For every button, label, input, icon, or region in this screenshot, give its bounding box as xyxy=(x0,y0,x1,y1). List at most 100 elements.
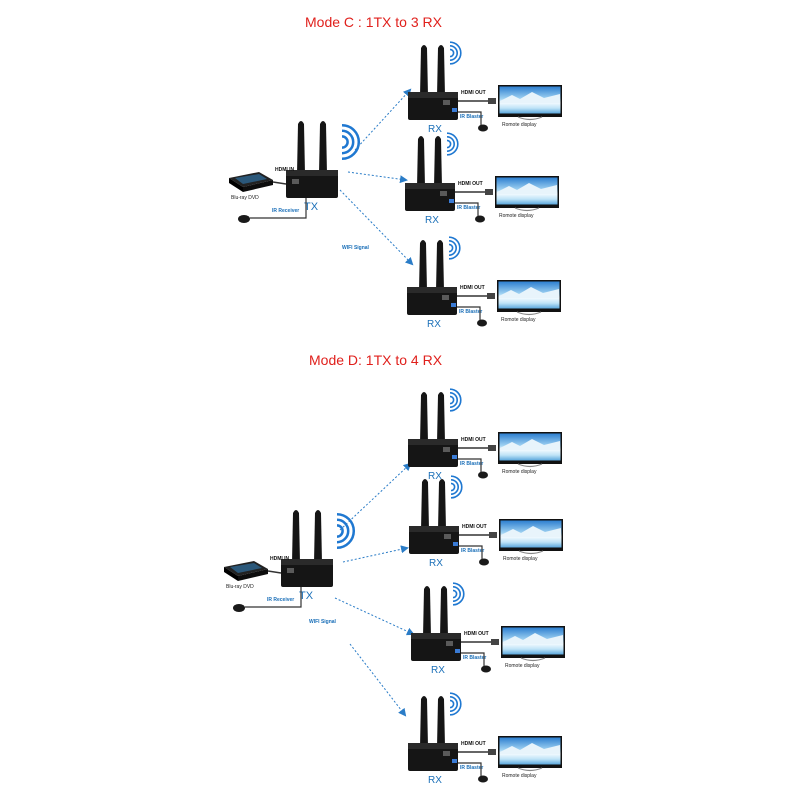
mode-d-rx-3-ir-blaster-label: IR Blaster xyxy=(463,655,486,661)
wifi-wave-arc xyxy=(336,524,344,538)
mode-d-rx-4-hdmi-out-label: HDMI OUT xyxy=(461,741,486,747)
mode-c-tx-hdmi-cable xyxy=(272,181,287,185)
mode-d-rx-2-device-top xyxy=(409,526,459,532)
mode-d-tx-source-shine xyxy=(230,563,262,573)
wifi-wave-arc xyxy=(452,585,461,603)
mode-c-tx-ir-receiver-label: IR Receiver xyxy=(272,208,299,214)
mode-d-tx-port xyxy=(287,568,294,573)
mode-c-rx-3-ir-cable xyxy=(457,306,481,321)
mode-c-rx-2-device-top xyxy=(405,183,455,189)
mode-d-tx-device xyxy=(281,559,333,587)
mode-c-rx-1-port xyxy=(443,100,450,105)
mode-d-rx-2-display-stand xyxy=(518,550,544,555)
wifi-wave-arc xyxy=(446,135,455,153)
mode-c-rx-2-ir-blaster-label: IR Blaster xyxy=(457,205,480,211)
mode-d-rx-3-display-mountains xyxy=(503,633,563,644)
mode-d-rx-4-ir-blaster xyxy=(478,775,488,783)
mode-d-rx-1-hdmi-plug xyxy=(488,445,496,451)
mode-c-rx-3-wifi-icon xyxy=(448,236,461,260)
wifi-wave-arc xyxy=(336,512,356,550)
mode-d-rx-1-antenna-left xyxy=(420,392,428,443)
mode-d-rx-4-antenna-left xyxy=(420,696,428,747)
mode-c-rx-1-antenna-left xyxy=(420,45,428,96)
wifi-wave-arc xyxy=(452,589,458,599)
mode-d-rx-4-led xyxy=(452,759,457,763)
mode-c-rx-3-display-label: Romote display xyxy=(501,317,536,323)
mode-d-rx-1-port xyxy=(443,447,450,452)
mode-c-rx-3-antenna-left xyxy=(419,240,427,291)
wifi-wave-arc xyxy=(341,129,355,155)
mode-d-rx-4-ir-blaster-label: IR Blaster xyxy=(460,765,483,771)
mode-c-tx-source-side xyxy=(229,178,243,192)
mode-d-tx-device-top xyxy=(281,559,333,565)
wifi-wave-arc xyxy=(449,48,455,58)
wifi-wave-arc xyxy=(450,482,456,492)
mode-c-rx-1-display-label: Romote display xyxy=(502,122,537,128)
mode-c-rx-3-hdmi-out-label: HDMI OUT xyxy=(460,285,485,291)
wifi-wave-arc xyxy=(449,391,458,409)
mode-c-rx-1-label: RX xyxy=(428,124,442,135)
mode-c-wifi-label: WIFI Signal xyxy=(342,245,370,251)
mode-c-rx-2-display-mountains xyxy=(497,183,557,194)
wifi-wave-arc xyxy=(446,139,452,149)
mode-c-rx-3-ir-blaster xyxy=(477,319,487,327)
mode-d-rx-1-hdmi-out-label: HDMI OUT xyxy=(461,437,486,443)
wifi-wave-arc xyxy=(341,135,349,149)
mode-d-rx-4-device-top xyxy=(408,743,458,749)
mode-c-arrow-3 xyxy=(339,189,414,266)
wifi-wave-arc xyxy=(448,236,461,260)
mode-d-rx-3-hdmi-out-label: HDMI OUT xyxy=(464,631,489,637)
mode-c-tx-source-front xyxy=(243,180,273,192)
mode-d-arrow-1 xyxy=(339,462,412,531)
mode-d-rx-4-device xyxy=(408,743,458,771)
mode-c-rx-2-port xyxy=(440,191,447,196)
mode-d-rx-2-hdmi-plug xyxy=(489,532,497,538)
mode-c-rx-2-hdmi-plug xyxy=(485,189,493,195)
mode-d-rx-1-wifi-icon xyxy=(449,388,462,412)
mode-d-tx-source-side xyxy=(224,567,238,581)
mode-d-tx-label: TX xyxy=(299,590,314,602)
mode-d-rx-2-ir-blaster-label: IR Blaster xyxy=(461,548,484,554)
mode-d-rx-2-port xyxy=(444,534,451,539)
mode-c-rx-2-hdmi-out-label: HDMI OUT xyxy=(458,181,483,187)
mode-d-rx-1-ir-blaster-label: IR Blaster xyxy=(460,461,483,467)
mode-c-rx-1-ir-blaster-label: IR Blaster xyxy=(460,114,483,120)
mode-d-rx-4-display-stand xyxy=(517,767,543,772)
mode-d-rx-2-ir-blaster xyxy=(479,558,489,566)
mode-d-wifi-label: WIFI Signal xyxy=(309,619,337,625)
mode-c-rx-3-display-stand xyxy=(516,311,542,316)
mode-d-tx-source-front xyxy=(238,569,268,581)
wifi-wave-arc xyxy=(450,478,459,496)
mode-d-rx-2-display-mountains xyxy=(501,526,561,537)
mode-d-rx-1-device-top xyxy=(408,439,458,445)
mode-d-rx-3-hdmi-plug xyxy=(491,639,499,645)
mode-c-rx-1-hdmi-out-label: HDMI OUT xyxy=(461,90,486,96)
mode-c-rx-3-device xyxy=(407,287,457,315)
mode-d-rx-1-ir-cable xyxy=(458,458,482,473)
mode-d-rx-2-antenna-right xyxy=(438,479,446,530)
mode-d-rx-3-device xyxy=(411,633,461,661)
mode-c-rx-3-display-mountains xyxy=(499,287,559,298)
mode-c-tx-source-label: Blu-ray DVD xyxy=(231,195,259,201)
mode-c-rx-2-antenna-left xyxy=(417,136,425,187)
mode-d-rx-4-ir-cable xyxy=(458,762,482,777)
mode-c-rx-2-led xyxy=(449,199,454,203)
wifi-wave-arc xyxy=(448,239,457,257)
mode-d-rx-4-display-mountains xyxy=(500,743,560,754)
mode-d-rx-1-display-mountains xyxy=(500,439,560,450)
mode-d-rx-3-ir-cable xyxy=(461,652,485,667)
wifi-wave-arc xyxy=(449,41,462,65)
wifi-wave-arc xyxy=(336,518,350,544)
mode-c-tx-ir-cable xyxy=(250,198,307,219)
mode-d-tx-ir-receiver xyxy=(233,604,245,612)
mode-d-rx-2-display-label: Romote display xyxy=(503,556,538,562)
mode-d-rx-4-display-label: Romote display xyxy=(502,773,537,779)
mode-c-tx-wifi-icon xyxy=(341,123,361,161)
mode-d-rx-2-ir-cable xyxy=(459,545,483,560)
mode-d-tx-ir-cable xyxy=(245,587,302,608)
mode-d-tx-hdmi-in-label: HDMI IN xyxy=(270,556,290,562)
mode-d-rx-4-antenna-right xyxy=(437,696,445,747)
mode-d-rx-3-wifi-icon xyxy=(452,582,465,606)
